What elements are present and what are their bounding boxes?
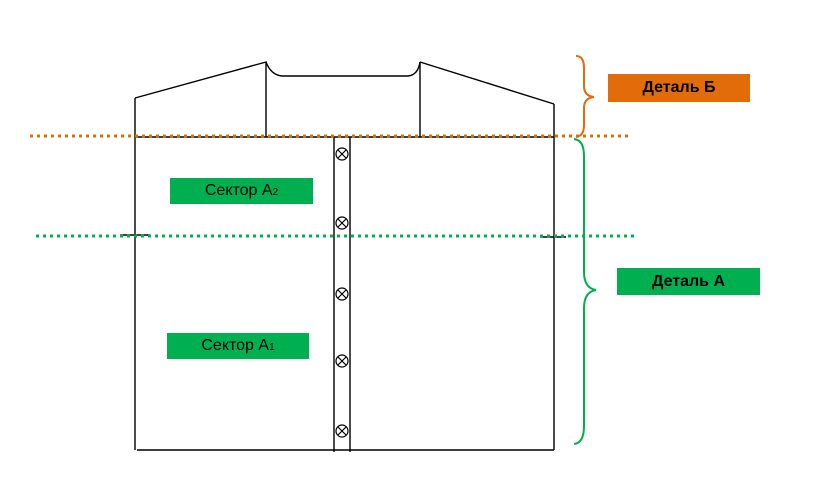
sector-a2-subscript: 2 <box>272 187 279 198</box>
crossed-circle-icon <box>335 287 349 301</box>
detail-a-text: Деталь А <box>651 272 725 290</box>
sector-a1-subscript: 1 <box>269 342 275 353</box>
sector-a1-label-bg <box>167 333 309 359</box>
detail-a-label: Деталь А <box>617 268 760 295</box>
neckline <box>265 61 421 77</box>
buttons <box>335 147 349 438</box>
detail-a-brace <box>573 138 597 445</box>
detail-b-label-bg <box>608 74 750 102</box>
sector-a2-label-bg <box>170 178 313 204</box>
crossed-circle-icon <box>335 354 349 368</box>
crossed-circle-icon <box>335 147 349 161</box>
detail-b-label: Деталь Б <box>608 74 750 102</box>
sector-a1-text: Сектор А <box>201 337 270 354</box>
crossed-circle-icon <box>335 216 349 230</box>
sector-a2-text: Сектор А <box>204 182 273 199</box>
detail-b-text: Деталь Б <box>642 79 716 96</box>
detail-b-brace <box>575 55 595 138</box>
right-shoulder-line <box>419 61 555 105</box>
detail-a-label-bg <box>617 268 760 295</box>
crossed-circle-icon <box>335 424 349 438</box>
garment-outline <box>120 61 566 452</box>
left-shoulder-line <box>134 61 267 137</box>
